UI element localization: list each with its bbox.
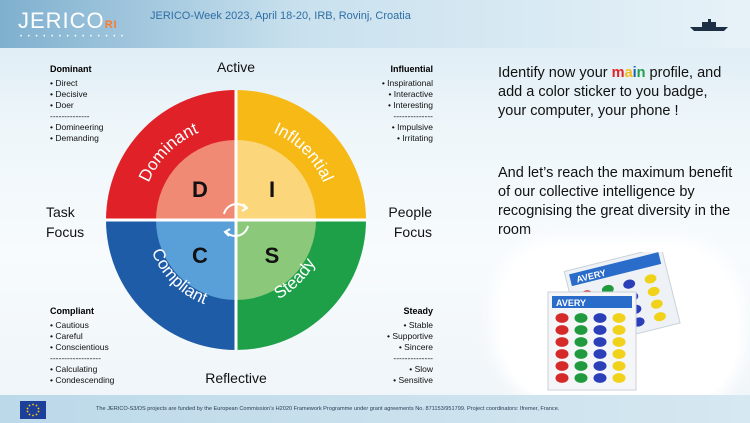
trait-item: • Sincere [398, 342, 433, 352]
trait-item: • Inspirational [381, 78, 433, 88]
instruction-rest: profile, and add a color sticker to you … [498, 65, 722, 119]
instruction-paragraph-2: And let’s reach the maximum benefit of o… [498, 165, 733, 238]
sticker-dot [593, 349, 607, 359]
main-letter-m: m [611, 65, 625, 81]
funding-statement: The JERICO-S3/DS projects are funded by … [96, 406, 560, 412]
sticker-dot [574, 361, 588, 371]
trait-item: • Doer [50, 100, 74, 110]
influential-inner [236, 140, 316, 220]
sticker-dot [555, 349, 569, 359]
sticker-dot [612, 313, 626, 323]
sticker-dot [593, 361, 607, 371]
sticker-dot [593, 313, 607, 323]
dominant-list: • Direct • Decisive • Doer -------------… [50, 78, 104, 144]
influential-list: • Inspirational • Interactive • Interest… [355, 78, 433, 144]
sticker-dot [612, 337, 626, 347]
sticker-dot [574, 373, 588, 383]
sticker-dot [612, 361, 626, 371]
sticker-dot [647, 286, 660, 297]
axis-people-focus: People Focus [372, 202, 432, 242]
trait-item: • Supportive [387, 331, 433, 341]
separator: -------------- [393, 353, 433, 363]
trait-item: • Direct [50, 78, 78, 88]
letter-c: C [192, 243, 208, 268]
sticker-dot [593, 325, 607, 335]
axis-focus-label: Focus [46, 224, 85, 240]
letter-d: D [192, 177, 208, 202]
axis-people-label: People [388, 204, 432, 220]
sticker-dot [555, 373, 569, 383]
axis-task-focus: Task Focus [46, 202, 96, 242]
compliant-list: • Cautious • Careful • Conscientious ---… [50, 320, 114, 386]
sticker-dot [593, 337, 607, 347]
sticker-dot [574, 313, 588, 323]
separator: ------------------ [50, 353, 101, 363]
trait-item: • Domineering [50, 122, 104, 132]
separator: -------------- [393, 111, 433, 121]
sticker-dot [654, 312, 666, 322]
trait-item: • Calculating [50, 364, 98, 374]
sticker-dot [644, 274, 657, 284]
trait-item: • Interesting [387, 100, 433, 110]
steady-title: Steady [403, 306, 433, 316]
trait-item: • Demanding [50, 133, 99, 143]
main-letter-i: i [632, 65, 637, 81]
trait-item: • Careful [50, 331, 83, 341]
logo-text: JERICO [18, 8, 105, 33]
compliant-inner [156, 220, 236, 300]
trait-item: • Impulsive [391, 122, 433, 132]
sticker-dot [555, 325, 569, 335]
dominant-inner [156, 140, 236, 220]
event-title: JERICO-Week 2023, April 18-20, IRB, Rovi… [150, 10, 411, 22]
dominant-title: Dominant [50, 64, 92, 74]
logo-suffix: RI [104, 19, 118, 31]
sticker-dot [574, 337, 588, 347]
jerico-logo: JERICORI [18, 8, 118, 34]
axis-focus-label: Focus [393, 224, 432, 240]
instruction-lead: Identify now your [498, 65, 612, 81]
compliant-title: Compliant [50, 306, 94, 316]
sticker-dot [555, 337, 569, 347]
axis-task-label: Task [46, 204, 75, 220]
disc-wheel: Dominant Influential Compliant Steady D … [106, 90, 366, 350]
cycle-arrows-icon [223, 203, 249, 237]
sticker-dot [574, 349, 588, 359]
main-letter-n: n [636, 65, 646, 81]
sticker-dot [612, 325, 626, 335]
sticker-dot [650, 299, 663, 309]
color-sticker-sheets: AVERY AVERY [547, 252, 681, 391]
header-bar [0, 0, 750, 48]
influential-title: Influential [390, 64, 434, 74]
separator: -------------- [50, 111, 90, 121]
trait-item: • Stable [403, 320, 433, 330]
axis-reflective: Reflective [205, 370, 267, 386]
trait-item: • Slow [409, 364, 433, 374]
main-letter-a: a [624, 65, 633, 81]
eu-flag-icon [20, 401, 46, 419]
letter-i: I [269, 177, 275, 202]
sticker-dot [555, 313, 569, 323]
sticker-dot [612, 373, 626, 383]
steady-list: • Stable • Supportive • Sincere --------… [355, 320, 433, 386]
trait-item: • Decisive [50, 89, 88, 99]
trait-item: • Condescending [50, 375, 115, 385]
sticker-dot [612, 349, 626, 359]
logo-tagline: • • • • • • • • • • • • • • [20, 34, 126, 40]
trait-item: • Cautious [50, 320, 89, 330]
steady-inner [236, 220, 316, 300]
sticker-dot [623, 279, 636, 289]
trait-item: • Irritating [396, 133, 433, 143]
trait-item: • Sensitive [393, 375, 433, 385]
letter-s: S [265, 243, 280, 268]
sticker-dot [574, 325, 588, 335]
avery-brand-front: AVERY [556, 298, 586, 308]
sticker-dot [555, 361, 569, 371]
research-vessel-icon [690, 19, 728, 31]
axis-active: Active [216, 59, 256, 75]
footer-bar [0, 395, 750, 423]
sticker-dot [593, 373, 607, 383]
trait-item: • Interactive [388, 89, 433, 99]
instruction-paragraph-1: Identify now your main profile, and add … [498, 64, 738, 121]
trait-item: • Conscientious [50, 342, 109, 352]
